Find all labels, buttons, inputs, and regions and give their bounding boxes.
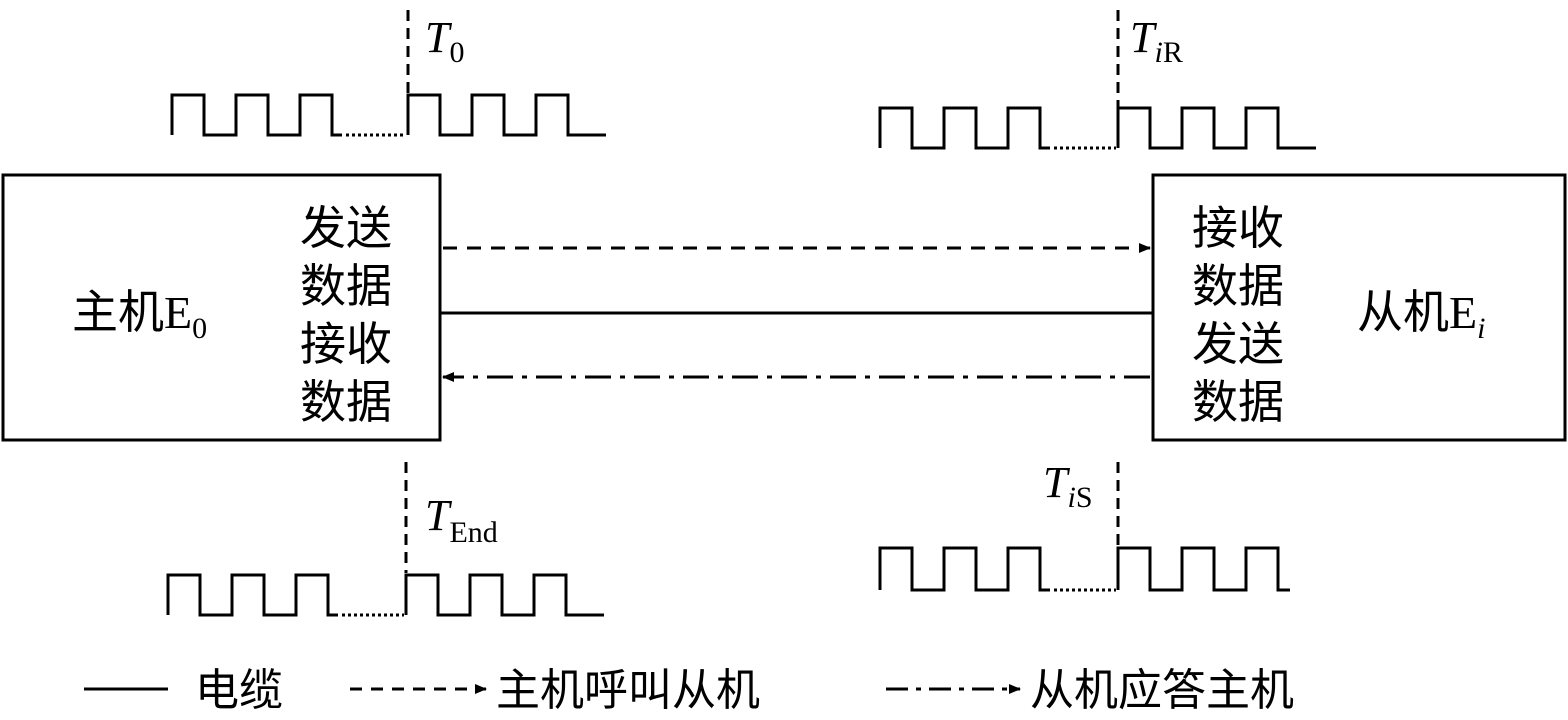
master-label: 主机E0 bbox=[72, 287, 207, 345]
legend-reply-label: 从机应答主机 bbox=[1030, 666, 1294, 715]
legend-call-label: 主机呼叫从机 bbox=[496, 666, 760, 715]
slave-line-4: 数据 bbox=[1192, 377, 1284, 428]
master-end-clock-wave bbox=[166, 573, 604, 617]
master-box bbox=[1, 173, 442, 442]
slave-receive-clock-wave bbox=[878, 106, 1316, 150]
master-line-1: 发送 bbox=[300, 203, 392, 254]
slave-label: 从机Ei bbox=[1357, 287, 1485, 345]
master-line-4: 数据 bbox=[300, 377, 392, 428]
legend-cable-label: 电缆 bbox=[195, 666, 283, 715]
tis-label: TiS bbox=[1043, 458, 1093, 514]
slave-box bbox=[1151, 173, 1567, 442]
master-line-2: 数据 bbox=[300, 261, 392, 312]
tir-label: TiR bbox=[1130, 13, 1183, 69]
tend-label: TEnd bbox=[425, 491, 498, 549]
master-send-clock-wave bbox=[170, 93, 606, 137]
slave-send-clock-wave bbox=[878, 546, 1290, 592]
slave-line-2: 数据 bbox=[1192, 261, 1284, 312]
master-line-3: 接收 bbox=[300, 319, 392, 370]
t0-label: T0 bbox=[425, 13, 464, 69]
slave-line-1: 接收 bbox=[1192, 203, 1284, 254]
slave-line-3: 发送 bbox=[1192, 319, 1284, 370]
